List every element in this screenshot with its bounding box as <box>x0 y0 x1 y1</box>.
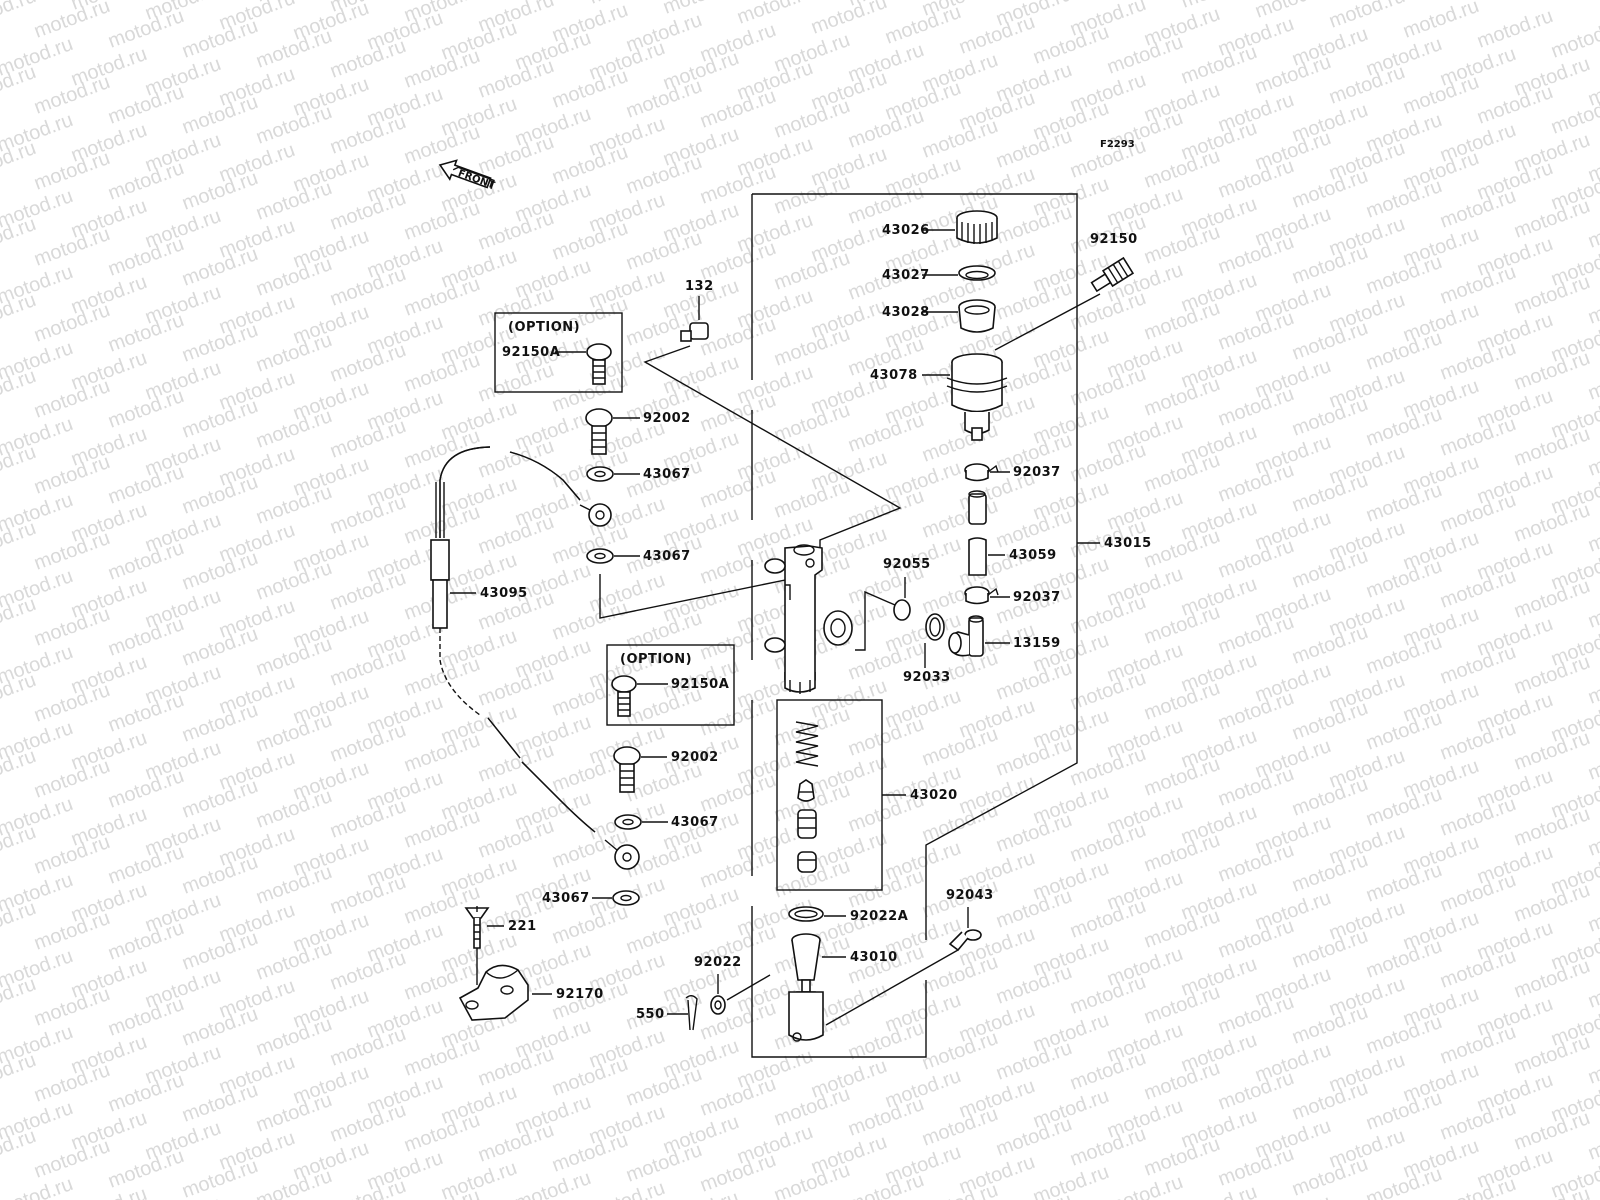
o-ring <box>893 599 911 621</box>
push-rod <box>788 933 824 1042</box>
label-92002-bottom: 92002 <box>671 750 719 765</box>
reservoir-hose <box>968 490 987 576</box>
piston-cup <box>797 779 815 802</box>
cotter-pin <box>685 995 698 1031</box>
watermark-text: motod.ru <box>1252 0 1334 23</box>
figure-code: F2293 <box>1100 139 1135 150</box>
washer-a <box>586 466 614 482</box>
watermark-text: motod.ru <box>1326 0 1408 33</box>
clevis-pin <box>948 929 982 952</box>
reservoir-cap <box>956 210 998 244</box>
label-92022A: 92022A <box>850 909 908 924</box>
label-43059: 43059 <box>1009 548 1057 563</box>
watermark-text: motod.ru <box>734 0 816 29</box>
watermark-text: motod.ru <box>660 0 742 19</box>
label-92055: 92055 <box>883 557 931 572</box>
watermark-text: motod.ru <box>586 1177 668 1200</box>
watermark-text: motod.ru <box>1178 0 1260 13</box>
bolt-bottom <box>613 746 641 793</box>
watermark-text: motod.ru <box>1400 0 1482 43</box>
watermark-text: motod.ru <box>0 1163 2 1200</box>
diaphragm <box>958 299 996 333</box>
label-92150: 92150 <box>1090 232 1138 247</box>
label-43067-a: 43067 <box>643 467 691 482</box>
label-92037-bottom: 92037 <box>1013 590 1061 605</box>
brake-hose <box>430 446 640 870</box>
label-43027: 43027 <box>882 268 930 283</box>
label-43010: 43010 <box>850 950 898 965</box>
secondary-cup <box>797 851 817 873</box>
label-221: 221 <box>508 919 537 934</box>
label-132: 132 <box>685 279 714 294</box>
piston <box>797 809 817 839</box>
label-92043: 92043 <box>946 888 994 903</box>
reservoir-tank <box>946 353 1008 441</box>
option-box-top <box>494 312 623 393</box>
hose-clamp-bottom <box>964 586 999 605</box>
watermark-text: motod.ru <box>1548 15 1600 63</box>
piston-spring <box>795 721 819 767</box>
washer-c <box>614 814 642 830</box>
label-43078: 43078 <box>870 368 918 383</box>
option-label-top: (OPTION) <box>508 320 580 335</box>
watermark-text: motod.ru <box>31 0 113 43</box>
watermark-text: motod.ru <box>1104 1171 1186 1200</box>
watermark-text: motod.ru <box>1474 5 1556 53</box>
banjo-bolt <box>1090 256 1135 293</box>
watermark-text: motod.ru <box>808 0 890 39</box>
diaphragm-plate <box>958 265 996 281</box>
plain-washer <box>710 995 726 1015</box>
option-label-bottom: (OPTION) <box>620 652 692 667</box>
option-bolt-bottom <box>611 675 637 717</box>
label-92002-top: 92002 <box>643 411 691 426</box>
label-43015: 43015 <box>1104 536 1152 551</box>
option-bolt-top <box>586 343 612 385</box>
master-cylinder-body <box>764 544 853 694</box>
watermark-text: motod.ru <box>68 1183 150 1200</box>
bolt-top <box>585 408 613 455</box>
washer-d <box>612 890 640 906</box>
watermark-text: motod.ru <box>1178 1181 1260 1200</box>
hose-clamp-top <box>964 463 999 482</box>
label-43028: 43028 <box>882 305 930 320</box>
label-43067-d: 43067 <box>542 891 590 906</box>
watermark-text: motod.ru <box>1030 1161 1112 1200</box>
circlip <box>925 613 945 641</box>
label-92037-top: 92037 <box>1013 465 1061 480</box>
washer-b <box>586 548 614 564</box>
label-43095: 43095 <box>480 586 528 601</box>
snap-ring <box>788 906 824 922</box>
label-92150A-bottom: 92150A <box>671 677 729 692</box>
label-43067-c: 43067 <box>671 815 719 830</box>
option-box-bottom <box>606 644 735 726</box>
label-92150A-top: 92150A <box>502 345 560 360</box>
label-92033: 92033 <box>903 670 951 685</box>
label-43020: 43020 <box>910 788 958 803</box>
hose-clamp-bracket <box>458 964 529 1021</box>
label-92170: 92170 <box>556 987 604 1002</box>
label-13159: 13159 <box>1013 636 1061 651</box>
label-92022: 92022 <box>694 955 742 970</box>
label-43026: 43026 <box>882 223 930 238</box>
bleeder-cap <box>680 322 709 342</box>
label-43067-b: 43067 <box>643 549 691 564</box>
watermark-text: motod.ru <box>512 1167 594 1200</box>
assembly-boundary <box>751 193 1078 1058</box>
elbow-fitting <box>948 615 984 657</box>
label-550: 550 <box>636 1007 665 1022</box>
screw <box>464 906 490 949</box>
